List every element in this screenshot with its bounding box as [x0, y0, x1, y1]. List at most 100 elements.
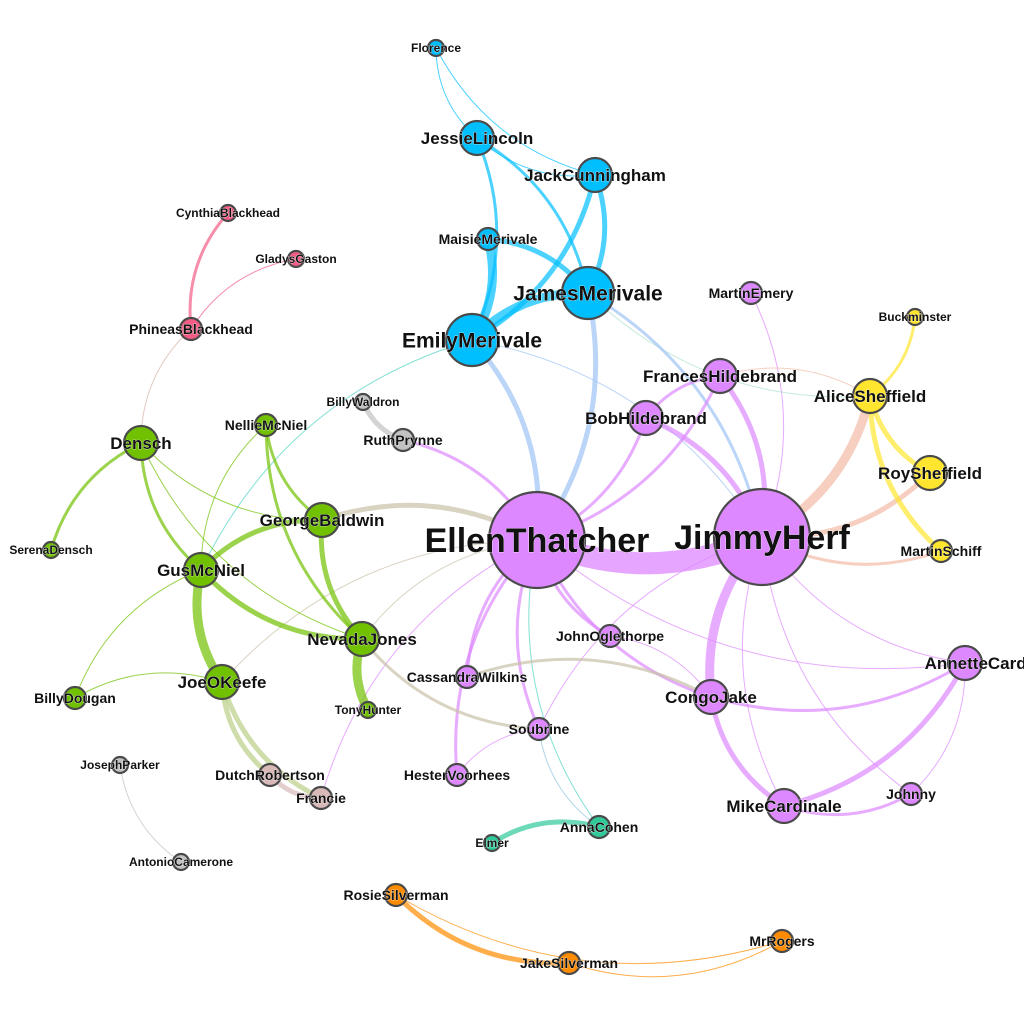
- node-label-SerenaDensch: SerenaDensch: [9, 543, 92, 557]
- edge-GusMcNiel-BillyDougan: [74, 569, 202, 699]
- node-NevadaJones[interactable]: [343, 620, 381, 658]
- node-CassandraWilkins[interactable]: [454, 664, 480, 690]
- node-EmilyMerivale[interactable]: [444, 312, 500, 368]
- node-label-JessieLincoln: JessieLincoln: [421, 129, 533, 148]
- edge-MikeCardinale-AnnetteCardinale: [781, 660, 968, 809]
- edge-GusMcNiel-NevadaJones: [198, 567, 365, 642]
- node-label-MikeCardinale: MikeCardinale: [726, 797, 841, 816]
- node-Soubrine[interactable]: [526, 716, 552, 742]
- edge-PhineasBlackhead-Densch: [140, 328, 192, 444]
- node-JamesMerivale[interactable]: [560, 265, 616, 321]
- node-label-Elmer: Elmer: [475, 836, 509, 850]
- node-label-MartinSchiff: MartinSchiff: [901, 543, 982, 559]
- node-RosieSilverman[interactable]: [383, 882, 409, 908]
- node-MikeCardinale[interactable]: [765, 787, 803, 825]
- node-label-FrancesHildebrand: FrancesHildebrand: [643, 367, 797, 386]
- node-label-JamesMerivale: JamesMerivale: [513, 282, 662, 305]
- node-label-TonyHunter: TonyHunter: [335, 703, 402, 717]
- node-label-JackCunningham: JackCunningham: [524, 166, 666, 185]
- node-AntonioCamerone[interactable]: [171, 852, 191, 872]
- node-Densch[interactable]: [122, 424, 160, 462]
- edge-Soubrine-AnnaCohen: [538, 728, 600, 828]
- node-BillyDougan[interactable]: [62, 685, 88, 711]
- edge-EmilyMerivale-GusMcNiel: [200, 339, 473, 571]
- edge-AnnaCohen-Elmer: [489, 819, 602, 846]
- node-label-JosephParker: JosephParker: [80, 758, 160, 772]
- edge-GladysGaston-PhineasBlackhead: [190, 258, 297, 330]
- node-label-RuthPrynne: RuthPrynne: [363, 432, 443, 448]
- node-Francie[interactable]: [308, 785, 334, 811]
- node-MartinSchiff[interactable]: [928, 538, 954, 564]
- node-FrancesHildebrand[interactable]: [701, 357, 739, 395]
- node-JosephParker[interactable]: [110, 755, 130, 775]
- edge-CongoJake-CassandraWilkins: [465, 657, 713, 699]
- node-AnnaCohen[interactable]: [586, 814, 612, 840]
- node-label-EmilyMerivale: EmilyMerivale: [402, 329, 542, 352]
- edge-Densch-SerenaDensch: [49, 441, 143, 552]
- node-label-BillyWaldron: BillyWaldron: [327, 395, 400, 409]
- node-Florence[interactable]: [426, 38, 446, 58]
- node-BillyWaldron[interactable]: [353, 392, 373, 412]
- node-GladysGaston[interactable]: [286, 249, 306, 269]
- node-label-Johnny: Johnny: [886, 786, 936, 802]
- node-TonyHunter[interactable]: [358, 700, 378, 720]
- edge-RosieSilverman-JakeSilverman: [393, 892, 572, 966]
- node-label-NellieMcNiel: NellieMcNiel: [225, 417, 307, 433]
- node-Buckminster[interactable]: [905, 307, 925, 327]
- node-HesterVoorhees[interactable]: [444, 762, 470, 788]
- node-label-JakeSilverman: JakeSilverman: [520, 955, 618, 971]
- node-Johnny[interactable]: [898, 781, 924, 807]
- node-SerenaDensch[interactable]: [41, 540, 61, 560]
- node-CongoJake[interactable]: [692, 678, 730, 716]
- node-DutchRobertson[interactable]: [257, 762, 283, 788]
- node-label-BobHildebrand: BobHildebrand: [585, 409, 707, 428]
- node-label-GladysGaston: GladysGaston: [255, 252, 336, 266]
- node-label-Densch: Densch: [110, 434, 171, 453]
- node-label-BillyDougan: BillyDougan: [34, 690, 116, 706]
- edge-Densch-NevadaJones: [140, 442, 363, 640]
- node-JimmyHerf[interactable]: [712, 487, 812, 587]
- node-BobHildebrand[interactable]: [627, 399, 665, 437]
- node-label-AliceSheffield: AliceSheffield: [814, 387, 926, 406]
- node-JackCunningham[interactable]: [576, 156, 614, 194]
- edge-NellieMcNiel-NevadaJones: [264, 423, 364, 641]
- edge-JakeSilverman-MrRogers: [568, 940, 783, 978]
- node-NellieMcNiel[interactable]: [253, 412, 279, 438]
- node-GusMcNiel[interactable]: [182, 551, 220, 589]
- node-MrRogers[interactable]: [769, 928, 795, 954]
- node-label-MartinEmery: MartinEmery: [709, 285, 794, 301]
- edge-EllenThatcher-JoeOKeefe: [221, 539, 538, 683]
- node-label-MaisieMerivale: MaisieMerivale: [439, 231, 538, 247]
- edge-AliceSheffield-FrancesHildebrand: [719, 367, 871, 397]
- node-label-CassandraWilkins: CassandraWilkins: [407, 669, 528, 685]
- node-EllenThatcher[interactable]: [487, 490, 587, 590]
- node-label-AnnetteCardinale: AnnetteCardinale: [925, 654, 1024, 673]
- edge-EllenThatcher-AnnetteCardinale: [536, 539, 966, 670]
- edge-Densch-GeorgeBaldwin: [140, 442, 323, 521]
- node-JessieLincoln[interactable]: [458, 119, 496, 157]
- node-label-AntonioCamerone: AntonioCamerone: [129, 855, 233, 869]
- node-label-EllenThatcher: EllenThatcher: [425, 522, 650, 560]
- node-label-JohnOglethorpe: JohnOglethorpe: [556, 628, 664, 644]
- edge-NellieMcNiel-GusMcNiel: [200, 424, 267, 571]
- node-AnnetteCardinale[interactable]: [946, 644, 984, 682]
- node-RuthPrynne[interactable]: [390, 427, 416, 453]
- node-MaisieMerivale[interactable]: [475, 226, 501, 252]
- node-label-Soubrine: Soubrine: [509, 721, 570, 737]
- node-AliceSheffield[interactable]: [851, 377, 889, 415]
- node-label-HesterVoorhees: HesterVoorhees: [404, 767, 511, 783]
- node-RoySheffield[interactable]: [911, 454, 949, 492]
- node-Elmer[interactable]: [482, 833, 502, 853]
- node-JohnOglethorpe[interactable]: [597, 623, 623, 649]
- node-GeorgeBaldwin[interactable]: [303, 501, 341, 539]
- node-PhineasBlackhead[interactable]: [178, 316, 204, 342]
- node-MartinEmery[interactable]: [738, 280, 764, 306]
- edge-NevadaJones-Soubrine: [360, 637, 541, 731]
- node-label-Buckminster: Buckminster: [879, 310, 952, 324]
- node-JakeSilverman[interactable]: [556, 950, 582, 976]
- node-JoeOKeefe[interactable]: [203, 663, 241, 701]
- node-CynthiaBlackhead[interactable]: [218, 203, 238, 223]
- labels-layer: FlorenceJessieLincolnJackCunninghamMaisi…: [9, 41, 1024, 971]
- node-label-CynthiaBlackhead: CynthiaBlackhead: [176, 206, 280, 220]
- node-label-NevadaJones: NevadaJones: [307, 630, 417, 649]
